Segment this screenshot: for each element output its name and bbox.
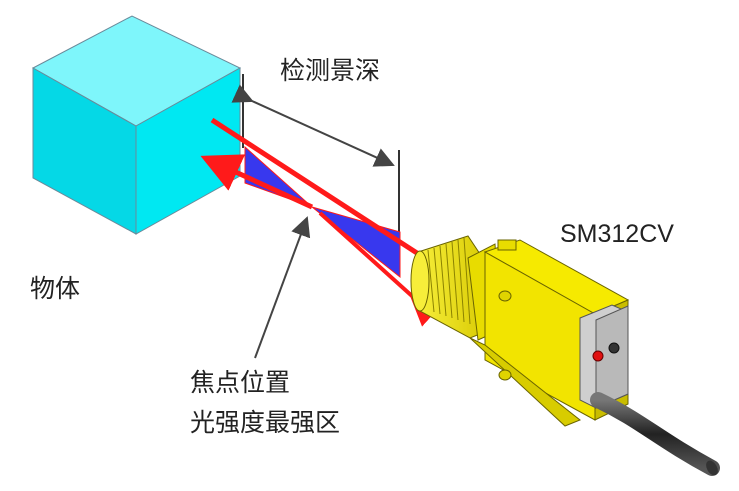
mount-slot-lower [498, 369, 512, 381]
beam-line-lower [318, 211, 444, 327]
sensor-lens-face [410, 250, 430, 312]
beam-line-upper [210, 117, 422, 258]
object-label: 物体 [30, 274, 81, 303]
focus-position-label: 焦点位置 [190, 368, 291, 397]
cable-end [706, 460, 718, 476]
photoelectric-sensor-icon [410, 235, 720, 476]
focus-pointer-arrow [254, 216, 311, 359]
adjust-knob-icon [608, 342, 620, 354]
dof-dimension-arrow [231, 84, 395, 167]
sensor-model-label: SM312CV [560, 220, 674, 248]
cube-icon [31, 15, 242, 235]
sensor-rear-cap-face [595, 305, 629, 409]
mount-tab [497, 239, 517, 251]
sensor-cable [590, 392, 720, 476]
sensor-body-foot [469, 337, 581, 427]
beam-line-return [200, 154, 314, 210]
red-led-icon [592, 350, 604, 362]
depth-of-field-label: 检测景深 [280, 56, 381, 85]
mount-slot-upper [498, 290, 512, 302]
strongest-zone-label: 光强度最强区 [190, 408, 341, 437]
sensor-threads [427, 237, 471, 325]
